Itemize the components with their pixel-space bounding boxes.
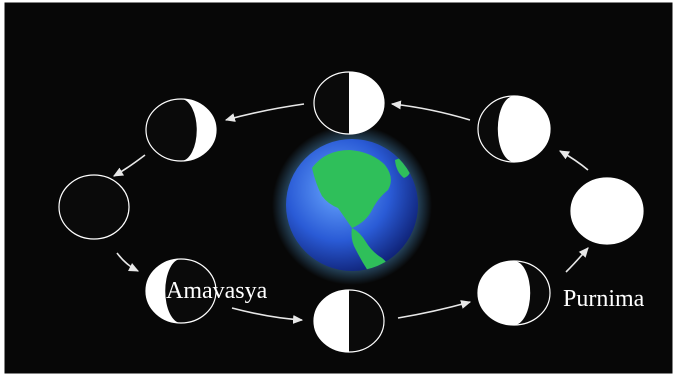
moon-last-quarter-icon: [313, 289, 385, 353]
moon-new-icon: [58, 174, 130, 240]
orbit-arrows: [113, 100, 589, 324]
purnima-label: Purnima: [563, 286, 645, 312]
earth-icon: [272, 125, 432, 285]
orbit-arrow: [113, 154, 146, 177]
orbit-arrow: [397, 300, 472, 319]
moon-phases: [58, 71, 644, 353]
amavasya-label: Amavasya: [166, 278, 268, 304]
moon-first-quarter-icon: [313, 71, 385, 135]
orbit-arrow: [565, 247, 589, 273]
orbit-arrow: [224, 103, 305, 122]
moon-waxing-crescent-icon: [145, 98, 217, 162]
orbit-arrow: [559, 150, 589, 171]
moon-full-icon: [570, 177, 644, 245]
orbit-arrow: [116, 252, 140, 272]
moon-waning-crescent-icon: [145, 258, 217, 324]
moon-waxing-gibbous-icon: [477, 95, 551, 163]
moon-waning-gibbous-icon: [477, 260, 551, 326]
orbit-arrow: [231, 307, 304, 324]
orbit-arrow: [390, 100, 471, 121]
